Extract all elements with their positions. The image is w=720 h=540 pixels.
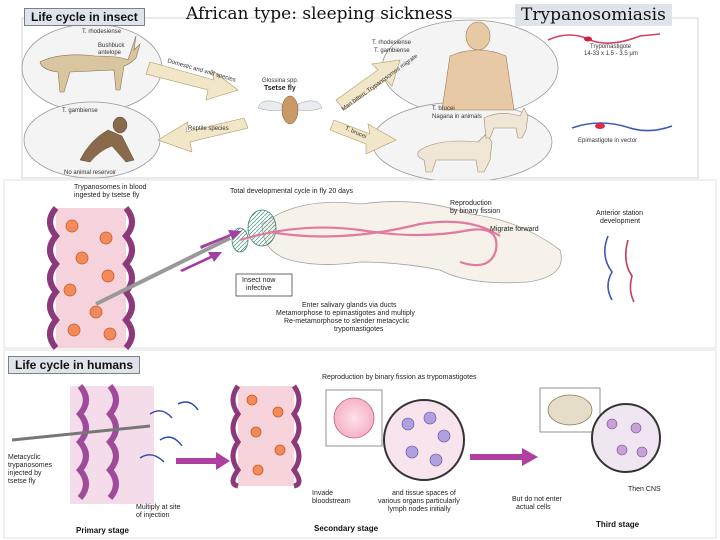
primary-stage-label: Primary stage <box>76 526 129 535</box>
man-label-2: T. gambiense <box>374 48 410 54</box>
gambiense-sub: No animal reservoir <box>64 170 117 176</box>
anterior-station-parasites <box>604 235 635 303</box>
lymph-node-magnified <box>383 399 465 481</box>
crouching-man-figure <box>79 116 135 163</box>
lymph-node <box>333 397 375 439</box>
gambiense-label: T. gambiense <box>62 108 98 114</box>
purple-arrows <box>180 230 242 272</box>
bloodstream-vessel <box>230 384 302 489</box>
proboscis-tube <box>95 236 231 306</box>
salivary-label-4: trypomastigotes <box>334 326 384 333</box>
blood-vessel-left <box>47 206 135 350</box>
skin-tissue <box>70 384 154 504</box>
cattle-figure <box>417 107 529 173</box>
arrow-secondary-to-third <box>470 448 538 466</box>
life-cycle-insect-heading: Life cycle in insect <box>24 8 145 26</box>
epimastigote-label: Epimastigote in vector <box>578 138 638 144</box>
trypomastigote-label-1: Trypomastigote <box>590 44 632 50</box>
antelope-label-3: antelope <box>98 50 122 56</box>
center-label-2: Tsetse fly <box>264 85 296 92</box>
center-label-1: Glossina spp. <box>262 78 299 84</box>
insect-now-label-1: Insect now <box>242 277 276 284</box>
arrow-fly-to-man <box>335 59 401 111</box>
anterior-label-1: Anterior station <box>596 210 644 217</box>
trypanosomiasis-title: Trypanosomiasis <box>515 4 672 26</box>
tissue-label-3: lymph nodes initially <box>388 506 451 513</box>
secondary-stage-label: Secondary stage <box>314 524 379 533</box>
antelope-figure <box>39 35 141 93</box>
tissue-label-1: and tissue spaces of <box>392 490 456 497</box>
man-label-1: T. rhodesiense <box>372 40 412 46</box>
cns-magnified <box>591 403 661 473</box>
blood-label-1: Trypanosomes in blood <box>74 184 147 191</box>
man-figure <box>441 21 515 111</box>
brucei-label-1: T. brucei <box>432 106 455 112</box>
epimastigote-diagram <box>571 122 673 132</box>
human-reproduction-label: Reproduction by binary fission as trypom… <box>322 374 477 381</box>
tsetse-fly-figure <box>257 95 323 125</box>
multiply-label-2: of injection <box>136 512 170 519</box>
tissue-label-2: various organs particularly <box>378 498 460 505</box>
salivary-label-2: Metamorphose to epimastigotes and multip… <box>276 310 415 317</box>
blood-label-2: ingested by tsetse fly <box>74 192 140 199</box>
trypomastigote-diagram <box>547 33 661 44</box>
arrow-primary-to-secondary <box>176 452 230 470</box>
arrow-fly-to-gambiense <box>157 117 249 153</box>
insect-now-label-2: infective <box>246 285 272 292</box>
metacyclic-label-4: tsetse fly <box>8 478 36 485</box>
main-title: African type: sleeping sickness <box>186 4 453 24</box>
salivary-label-1: Enter salivary glands via ducts <box>302 302 397 309</box>
arrow-antelope-to-fly <box>145 61 239 101</box>
red-blood-cells-left <box>63 219 117 341</box>
arrow-bl-text: Reptile species <box>188 126 229 132</box>
metacyclic-label-3: injected by <box>8 470 42 477</box>
metacyclic-label-1: Metacyclic <box>8 454 41 461</box>
not-enter-label-2: actual cells <box>516 504 551 511</box>
needle <box>11 424 151 442</box>
cns-cells <box>606 418 648 458</box>
red-blood-cells-secondary <box>246 394 286 476</box>
brain <box>547 394 593 426</box>
salivary-label-3: Re-metamorphose to slender metacyclic <box>284 318 410 325</box>
anterior-label-2: development <box>600 218 641 225</box>
then-cns-label: Then CNS <box>628 486 661 493</box>
third-stage-label: Third stage <box>596 520 640 529</box>
antelope-label-2: Bushbuck <box>98 43 125 49</box>
brucei-label-2: Nagana in animals <box>432 114 482 120</box>
humans-heading: Life cycle in humans <box>8 356 141 374</box>
arrow-fly-to-brucei <box>329 119 397 155</box>
salivary-gland-green <box>247 209 277 247</box>
reproduction-label-2: by binary fission <box>450 208 501 215</box>
antelope-label-1: T. rhodesiense <box>82 29 122 35</box>
injection-parasites <box>139 401 199 463</box>
multiply-label-1: Multiply at site <box>136 504 181 511</box>
fly-gut <box>239 220 501 267</box>
insect-infective-box <box>235 273 293 297</box>
not-enter-label-1: But do not enter <box>512 496 562 503</box>
migrate-label: Migrate forward <box>490 226 539 233</box>
invade-label-2: bloodstream <box>312 498 351 505</box>
metacyclic-label-2: trypanosomes <box>8 462 52 469</box>
cycle-label: Total developmental cycle in fly 20 days <box>230 188 353 195</box>
invade-label-1: Invade <box>312 490 334 497</box>
magnified-cells <box>401 411 451 467</box>
reproduction-label-1: Reproduction <box>450 200 492 207</box>
trypomastigote-label-2: 14-33 x 1.5 - 3.5 μm <box>584 51 638 57</box>
